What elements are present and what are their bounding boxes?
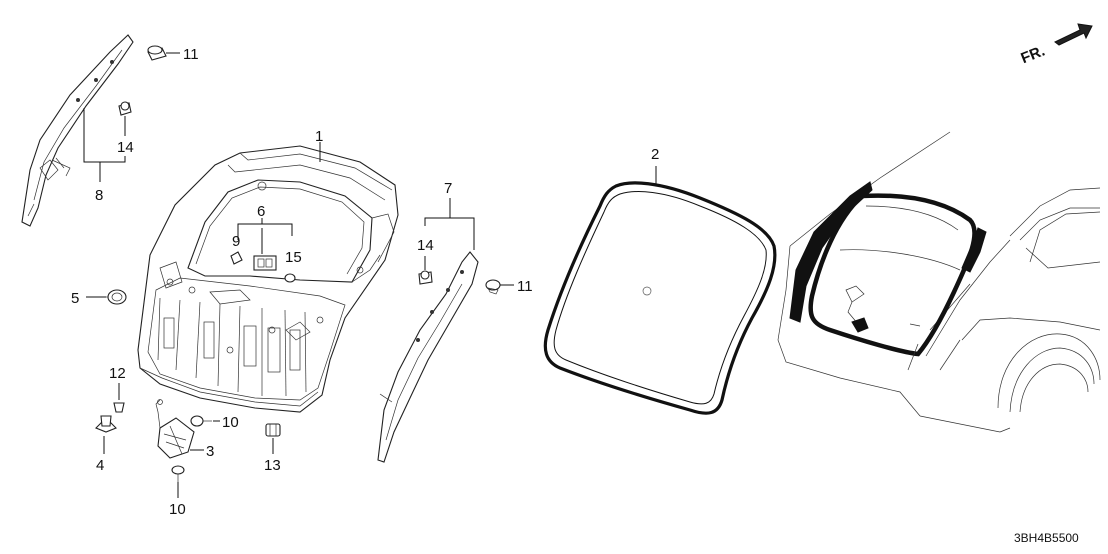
callout-10-upper: 10: [222, 414, 239, 431]
callout-13: 13: [264, 457, 281, 474]
callout-8: 8: [95, 187, 103, 204]
callout-2: 2: [651, 146, 659, 163]
part-4-bumper-stop[interactable]: [95, 415, 117, 433]
callout-10-lower: 10: [169, 501, 186, 518]
front-arrow-icon: [1054, 23, 1093, 46]
front-direction-label: FR.: [1019, 42, 1048, 67]
callout-7: 7: [444, 180, 452, 197]
callout-3: 3: [206, 443, 214, 460]
part-9-clip[interactable]: [230, 251, 243, 265]
part-6-latch[interactable]: [253, 255, 277, 271]
part-14-nut-upper[interactable]: [118, 101, 132, 116]
part-5-damper[interactable]: [104, 289, 127, 305]
part-11-clip-upper[interactable]: [147, 45, 167, 61]
callout-12: 12: [109, 365, 126, 382]
part-12-clip[interactable]: [113, 402, 125, 413]
callout-15: 15: [285, 249, 302, 266]
part-8-left-side-trim[interactable]: [21, 34, 134, 227]
part-13-plug[interactable]: [265, 423, 281, 437]
part-7-right-side-trim[interactable]: [377, 251, 479, 463]
part-11-clip-lower[interactable]: [485, 279, 501, 295]
part-3-lock-actuator[interactable]: [155, 399, 195, 459]
part-14-nut-lower[interactable]: [418, 270, 433, 285]
callout-14-lower: 14: [417, 237, 434, 254]
part-15-nut[interactable]: [284, 273, 296, 283]
part-10-bolt-upper[interactable]: [190, 415, 212, 427]
part-2-weatherstrip[interactable]: [543, 181, 777, 415]
callout-11-lower: 11: [517, 278, 533, 295]
part-10-bolt-lower[interactable]: [171, 465, 185, 482]
front-direction-indicator: FR.: [1019, 23, 1093, 67]
diagram-code: 3BH4B5500: [1014, 531, 1079, 545]
callout-6: 6: [257, 203, 265, 220]
callout-1: 1: [315, 128, 323, 145]
callout-14-upper: 14: [117, 139, 134, 156]
callout-4: 4: [96, 457, 104, 474]
callout-11-upper: 11: [183, 46, 199, 63]
callout-9: 9: [232, 233, 240, 250]
vehicle-rear-view: [777, 131, 1101, 433]
part-1-tailgate[interactable]: [137, 145, 399, 413]
callout-5: 5: [71, 290, 79, 307]
